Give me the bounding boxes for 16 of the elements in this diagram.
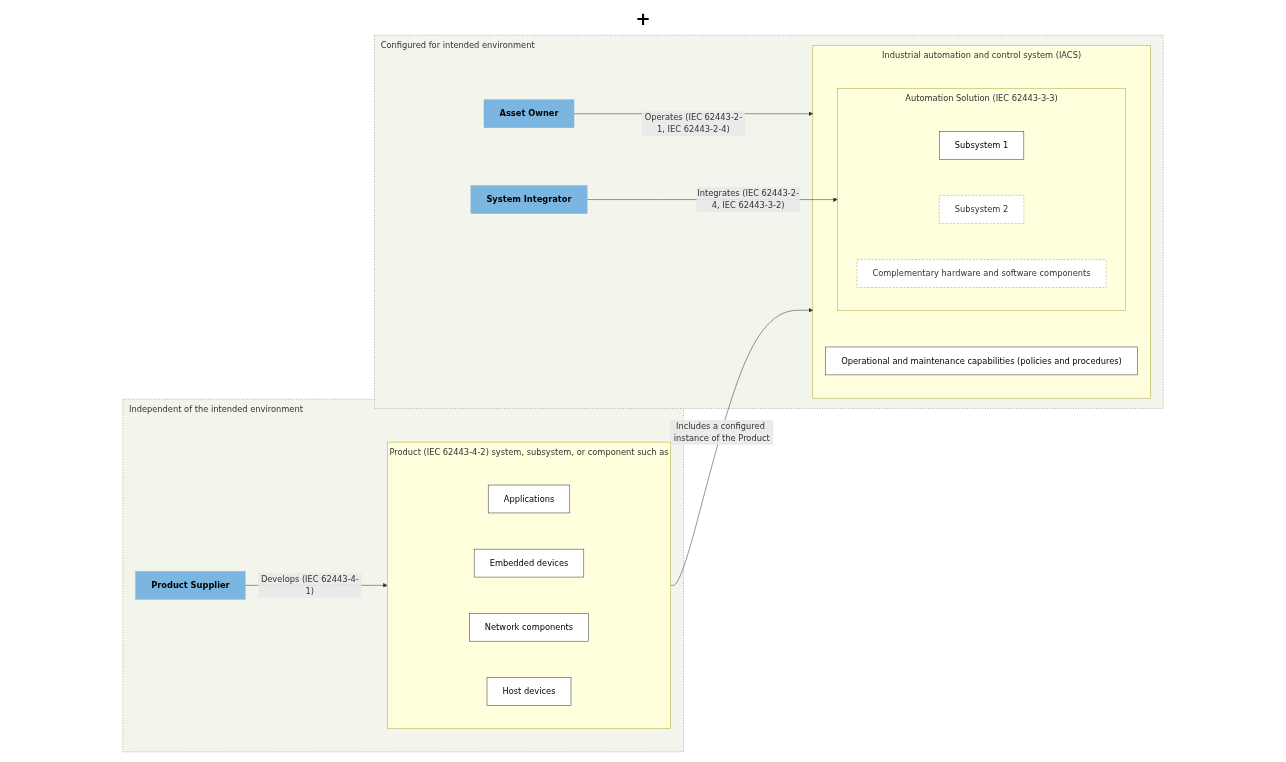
- plus-sign: +: [635, 8, 651, 29]
- edge-label: Includes a configured instance of the Product: [673, 421, 770, 444]
- node-box: Product Supplier: [135, 571, 246, 600]
- edge-label: Operates (IEC 62443-2-1, IEC 62443-2-4): [644, 112, 743, 135]
- node-box: Operational and maintenance capabilities (policies and procedures): [825, 346, 1138, 376]
- node-box: System Integrator: [470, 185, 588, 214]
- edge-label: Integrates (IEC 62443-2-4, IEC 62443-3-2): [697, 188, 800, 211]
- node-box: Subsystem 2: [939, 195, 1025, 224]
- node-box: Applications: [487, 484, 571, 514]
- node-box: Asset Owner: [483, 99, 575, 128]
- node-box: Network components: [469, 613, 589, 642]
- edge-label: Develops (IEC 62443-4-1): [260, 573, 359, 597]
- node-box: Host devices: [486, 677, 572, 706]
- node-box: Embedded devices: [473, 548, 585, 578]
- node-box: Subsystem 1: [939, 131, 1025, 160]
- node-box: Complementary hardware and software components: [856, 259, 1107, 288]
